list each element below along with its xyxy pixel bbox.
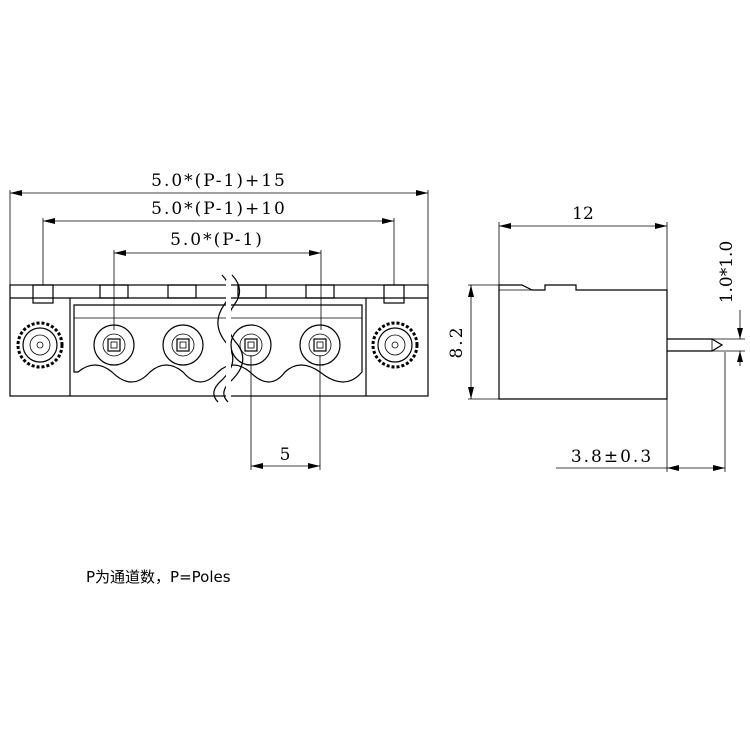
poles-note: P为通道数，P=Poles bbox=[86, 568, 231, 586]
side-pin bbox=[667, 338, 724, 352]
screw-right bbox=[371, 321, 419, 369]
notch-right bbox=[383, 284, 405, 304]
notch-4 bbox=[305, 284, 335, 299]
dim-pitch-label: 5 bbox=[280, 445, 293, 465]
pole-chamber-outline bbox=[73, 304, 363, 383]
dim-depth: 12 bbox=[498, 204, 668, 290]
notch-2 bbox=[167, 284, 197, 299]
screw-left bbox=[16, 321, 64, 369]
dim-inner-label: 5.0*(P-1) bbox=[170, 230, 264, 250]
dim-pin-length: 3.8±0.3 bbox=[556, 352, 726, 472]
dim-pitch: 5 bbox=[250, 355, 321, 470]
dim-height-label: 8.2 bbox=[447, 325, 467, 358]
dim-overall-label: 5.0*(P-1)+15 bbox=[151, 171, 287, 191]
front-body-outline bbox=[9, 284, 429, 397]
dim-pin-label: 1.0*1.0 bbox=[717, 241, 737, 304]
front-view: 5.0*(P-1)+15 5.0*(P-1)+10 5.0*(P-1) bbox=[9, 171, 429, 470]
pole-1 bbox=[93, 324, 135, 366]
notch-3 bbox=[237, 284, 267, 299]
side-body-outline bbox=[498, 284, 668, 400]
dim-overall: 5.0*(P-1)+15 bbox=[9, 171, 429, 285]
dim-middle-label: 5.0*(P-1)+10 bbox=[151, 199, 287, 219]
dim-height: 8.2 bbox=[447, 284, 499, 400]
dim-depth-label: 12 bbox=[572, 204, 594, 224]
break-line-b bbox=[223, 274, 244, 403]
pole-3 bbox=[230, 324, 272, 366]
notch-left bbox=[32, 284, 54, 304]
dim-pin: 1.0*1.0 bbox=[712, 241, 745, 366]
side-view: 12 8.2 1.0*1.0 3.8±0.3 bbox=[447, 204, 745, 472]
dim-inner: 5.0*(P-1) bbox=[113, 230, 322, 330]
pole-2 bbox=[162, 324, 204, 366]
dim-pin-length-label: 3.8±0.3 bbox=[571, 447, 653, 467]
dim-middle: 5.0*(P-1)+10 bbox=[42, 199, 395, 285]
